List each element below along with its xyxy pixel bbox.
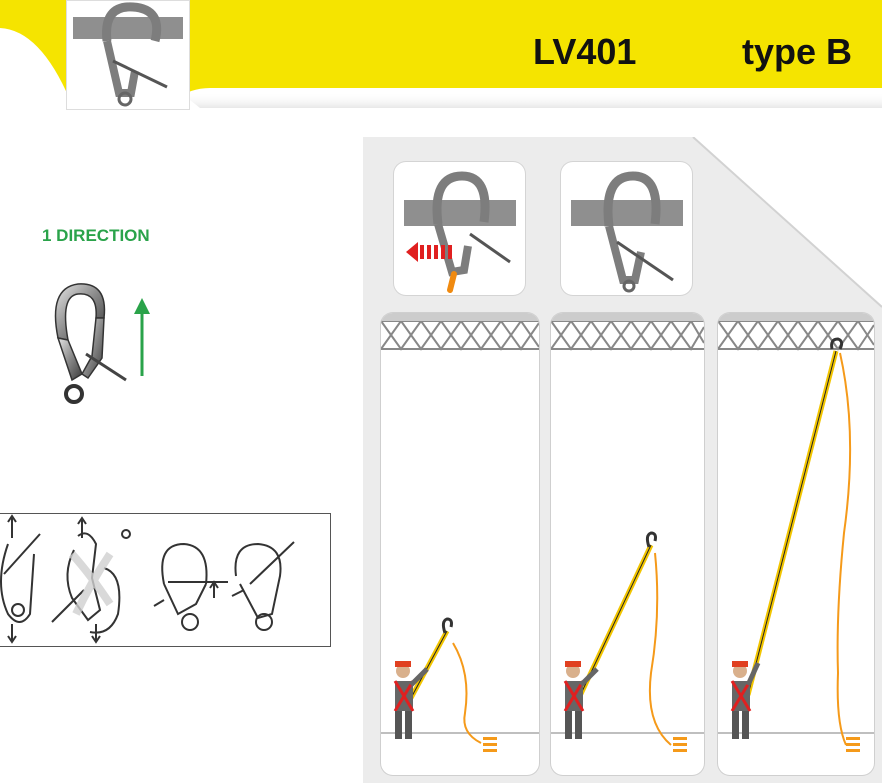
hook-instructions-box: [0, 513, 331, 647]
scene-pole-mid: [551, 313, 704, 775]
worker-with-pole-icon: [551, 313, 704, 752]
step-open-hook-tile: [394, 162, 525, 295]
model-title: LV401: [533, 31, 637, 72]
hook-on-beam-icon: [73, 2, 183, 107]
worker-with-pole-icon: [718, 313, 874, 752]
arrow-up-icon: [134, 298, 150, 376]
carabiner-icon: [54, 283, 127, 404]
scene-pole-low: [381, 313, 539, 775]
header-banner: [0, 0, 882, 108]
worker-with-pole-icon: [381, 313, 539, 752]
scene-pole-high: [718, 313, 874, 775]
hook-open-step-icon: [404, 171, 516, 293]
hook-thumbnail: [66, 0, 190, 110]
hook-instructions-diagram: [0, 514, 295, 644]
step-closed-hook-tile: [561, 162, 692, 295]
hook-closed-step-icon: [571, 171, 683, 293]
type-title: type B: [742, 31, 853, 72]
panel-corner-decoration: [692, 137, 882, 308]
direction-label: 1 DIRECTION: [42, 226, 150, 245]
